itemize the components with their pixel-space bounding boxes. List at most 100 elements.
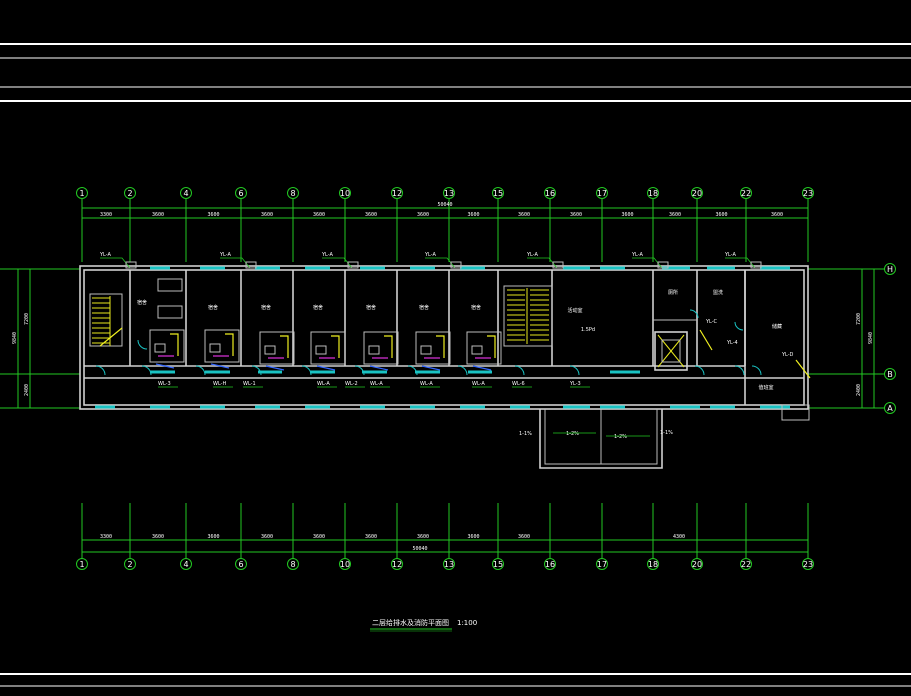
riser-label-bottom-3: WL-1 (243, 381, 256, 387)
door-swing-3 (195, 365, 206, 376)
stair-left-frame (89, 293, 123, 347)
elevator-shaft-frame (654, 331, 688, 371)
axis-bubble-top-22[interactable] (740, 187, 752, 199)
axis-label-bottom-17: 17 (597, 560, 607, 569)
frame (0, 43, 911, 687)
axis-label-top-10: 10 (340, 189, 350, 198)
axis-bubble-top-13[interactable] (443, 187, 455, 199)
room-label-storage: 储藏 (772, 323, 782, 330)
bathroom-pipe-blue-6 (421, 365, 441, 371)
riser-leader-top-6 (632, 257, 663, 269)
axis-bubble-bottom-12[interactable] (391, 558, 403, 570)
elevator-shaft[interactable] (654, 331, 688, 371)
axis-label-top-8: 8 (290, 189, 295, 198)
dimension-bottom-segment-5: 3600 (313, 534, 325, 540)
riser-label-bottom-6: WL-A (370, 381, 383, 387)
riser-label-top-3: YL-A (321, 252, 333, 258)
stair-middle[interactable] (503, 285, 553, 347)
room-partitions (129, 270, 804, 405)
bathroom-1 (149, 329, 185, 363)
axis-bubble-bottom-6[interactable] (235, 558, 247, 570)
row-axis-label-h: H (887, 265, 893, 274)
axis-bubble-bottom-16[interactable] (544, 558, 556, 570)
axis-label-top-4: 4 (183, 189, 188, 198)
axis-label-top-13: 13 (444, 189, 454, 198)
axis-bubble-bottom-4[interactable] (180, 558, 192, 570)
riser-label-top-5: YL-A (526, 252, 538, 258)
windows (95, 266, 790, 409)
axis-bubble-bottom-2[interactable] (124, 558, 136, 570)
south-annex[interactable]: 1-1% 1-2% 1-2% 1-1% (519, 409, 673, 469)
axis-bubble-top-10[interactable] (339, 187, 351, 199)
door-swing-washroom (734, 321, 744, 331)
bathroom-pipe-yellow-4 (331, 335, 340, 358)
row-axis-bubble-a[interactable] (884, 402, 896, 414)
axis-label-bottom-20: 20 (692, 560, 702, 569)
axis-label-top-18: 18 (648, 189, 658, 198)
axis-bubble-top-6[interactable] (235, 187, 247, 199)
riser-label-right-3: YL-D (781, 352, 794, 358)
axis-bubble-bottom-23[interactable] (802, 558, 814, 570)
bed-1 (157, 278, 183, 292)
dimension-top-segment-10: 3600 (570, 212, 582, 218)
riser-label-top-7: YL-A (724, 252, 736, 258)
axis-bubble-top-2[interactable] (124, 187, 136, 199)
bathroom-6 (415, 331, 451, 365)
axis-bubble-bottom-13[interactable] (443, 558, 455, 570)
axis-bubble-top-23[interactable] (802, 187, 814, 199)
stair-left[interactable] (89, 293, 123, 347)
axis-bubble-top-8[interactable] (287, 187, 299, 199)
axis-bubble-bottom-10[interactable] (339, 558, 351, 570)
stair-left-arrow (99, 327, 123, 347)
axis-label-bottom-23: 23 (803, 560, 813, 569)
building-plan[interactable]: 宿舍 宿舍 宿舍 宿舍 宿舍 宿舍 宿舍 活动室 1.5Pd 厕所 盥洗 储藏 … (79, 252, 811, 421)
annex-wall-outer (539, 409, 663, 469)
drawing-scale-text: 1:100 (457, 619, 477, 627)
axis-bubble-top-16[interactable] (544, 187, 556, 199)
axis-bubble-bottom-22[interactable] (740, 558, 752, 570)
axis-bubble-top-1[interactable] (76, 187, 88, 199)
dimension-top-segment-11: 3600 (621, 212, 633, 218)
axis-bubble-top-20[interactable] (691, 187, 703, 199)
drawing-title[interactable]: 二层给排水及消防平面图 1:100 (370, 618, 477, 632)
row-axis-bubble-h[interactable] (884, 263, 896, 275)
bathroom-pipe-yellow-7 (487, 335, 496, 358)
riser-label-right-1: YL-C (705, 319, 718, 325)
axis-bubble-bottom-18[interactable] (647, 558, 659, 570)
bathroom-pipe-blue-4 (316, 365, 336, 371)
dimension-top-segment-7: 3600 (417, 212, 429, 218)
dimension-bottom-segment-6: 3600 (365, 534, 377, 540)
riser-marker-top-3 (347, 261, 359, 269)
axis-bubble-bottom-20[interactable] (691, 558, 703, 570)
riser-marker-top-1 (125, 261, 137, 269)
dimension-bottom-segment-10: 4300 (673, 534, 685, 540)
row-axis-bubble-b[interactable] (884, 368, 896, 380)
dimension-right: 7200 2400 9840 (828, 268, 880, 409)
building-outer-wall (79, 265, 809, 410)
axis-bubble-top-4[interactable] (180, 187, 192, 199)
door-swing-5 (301, 365, 312, 376)
axis-label-bottom-18: 18 (648, 560, 658, 569)
riser-marker-top-5 (552, 261, 564, 269)
bathroom-pipe-yellow-1 (170, 333, 179, 356)
riser-labels-right: YL-C YL-4 YL-D (699, 319, 811, 379)
riser-label-bottom-10: YL-3 (569, 381, 581, 387)
axis-bubble-top-15[interactable] (492, 187, 504, 199)
riser-marker-top-6 (657, 261, 669, 269)
door-swing-toilet (689, 309, 699, 319)
axis-bubble-top-12[interactable] (391, 187, 403, 199)
bathroom-pipe-yellow-2 (225, 333, 234, 356)
axis-bubble-bottom-1[interactable] (76, 558, 88, 570)
axis-bubble-bottom-17[interactable] (596, 558, 608, 570)
dimension-top-segment-2: 3600 (152, 212, 164, 218)
door-swing-4 (251, 365, 262, 376)
axis-bubble-top-17[interactable] (596, 187, 608, 199)
axis-bubble-bottom-15[interactable] (492, 558, 504, 570)
axis-bubble-bottom-8[interactable] (287, 558, 299, 570)
axis-bubble-top-18[interactable] (647, 187, 659, 199)
room-label-6: 宿舍 (419, 304, 429, 311)
room-label-2: 宿舍 (208, 304, 218, 311)
annex-label-2: 1-2% (566, 431, 579, 437)
